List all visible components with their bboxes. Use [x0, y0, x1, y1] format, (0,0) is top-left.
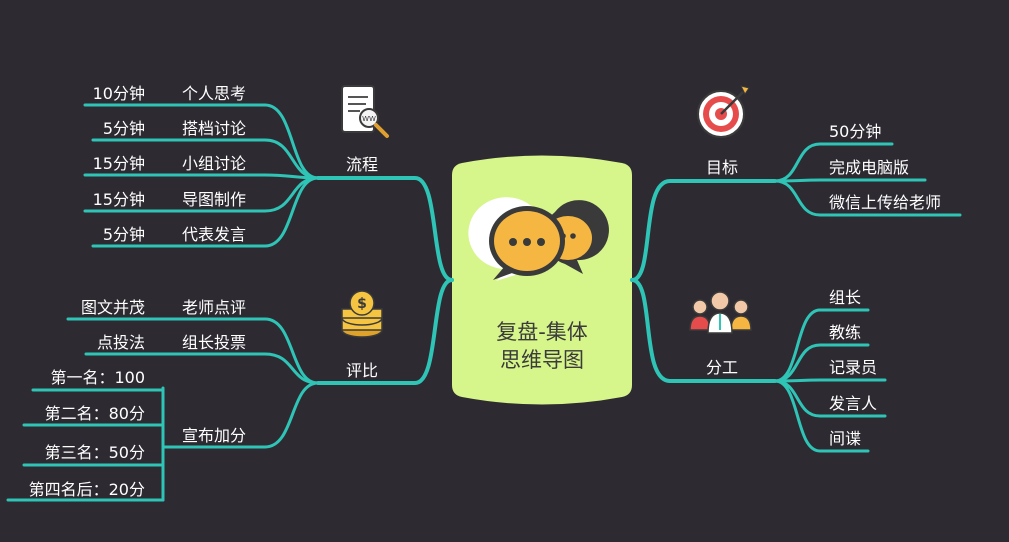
- branch-line-goal: [630, 179, 777, 282]
- evaluation-line-3: [161, 381, 320, 449]
- score-item-1: 第一名：100: [50, 368, 145, 387]
- goal-item-3[interactable]: 微信上传给老师: [829, 193, 942, 212]
- branch-line-process: [316, 176, 454, 282]
- division-line-1: [773, 308, 870, 383]
- evaluation-line-1: [66, 317, 320, 385]
- process-line-1: [83, 103, 320, 180]
- division-item-5[interactable]: 间谍: [829, 429, 862, 448]
- division-item-2[interactable]: 教练: [829, 323, 862, 342]
- svg-text:$: $: [357, 296, 367, 312]
- score-item-3: 第三名：50分: [44, 443, 145, 462]
- process-item-4[interactable]: 导图制作: [182, 190, 247, 209]
- division-line-3: [773, 378, 887, 383]
- process-line-5: [91, 176, 320, 248]
- process-time-5: 5分钟: [102, 225, 145, 244]
- center-title-line1: 复盘-集体: [496, 320, 588, 344]
- process-item-5[interactable]: 代表发言: [182, 225, 247, 244]
- process-item-3[interactable]: 小组讨论: [182, 154, 247, 173]
- evaluation-detail-1: 图文并茂: [80, 298, 145, 317]
- process-item-1[interactable]: 个人思考: [182, 84, 247, 103]
- branch-label-goal[interactable]: 目标: [705, 158, 738, 177]
- svg-text:WW: WW: [362, 115, 376, 123]
- evaluation-item-2[interactable]: 组长投票: [182, 333, 247, 352]
- team-icon: [689, 291, 752, 334]
- center-title-line2: 思维导图: [500, 348, 584, 372]
- score-item-2: 第二名：80分: [44, 404, 145, 423]
- process-line-3: [83, 173, 320, 180]
- evaluation-line-2: [84, 352, 320, 385]
- process-time-3: 15分钟: [92, 154, 145, 173]
- process-time-4: 15分钟: [92, 190, 145, 209]
- center-title[interactable]: 复盘-集体 思维导图: [452, 318, 632, 374]
- evaluation-detail-2: 点投法: [96, 333, 145, 352]
- process-time-1: 10分钟: [92, 84, 145, 103]
- goal-line-3: [773, 179, 962, 217]
- chat-bubbles-icon: [468, 197, 609, 281]
- branch-line-division: [630, 278, 777, 383]
- branch-label-division[interactable]: 分工: [705, 358, 738, 377]
- goal-line-2: [773, 178, 927, 183]
- target-icon: [697, 85, 750, 138]
- division-item-3[interactable]: 记录员: [829, 358, 878, 377]
- division-item-1[interactable]: 组长: [829, 288, 862, 307]
- goal-item-2[interactable]: 完成电脑版: [829, 158, 910, 177]
- division-line-5: [773, 379, 870, 453]
- evaluation-item-1[interactable]: 老师点评: [182, 298, 247, 317]
- evaluation-item-3[interactable]: 宣布加分: [182, 426, 247, 445]
- document-search-icon: WW: [341, 85, 389, 138]
- branch-label-process[interactable]: 流程: [345, 155, 378, 174]
- branch-label-evaluation[interactable]: 评比: [345, 361, 378, 380]
- process-time-2: 5分钟: [102, 119, 145, 138]
- process-item-2[interactable]: 搭档讨论: [182, 119, 247, 138]
- score-item-4: 第四名后：20分: [28, 480, 145, 499]
- branch-line-evaluation: [316, 278, 454, 385]
- division-item-4[interactable]: 发言人: [829, 394, 878, 413]
- goal-item-1[interactable]: 50分钟: [829, 122, 882, 141]
- coins-icon: $: [341, 290, 383, 338]
